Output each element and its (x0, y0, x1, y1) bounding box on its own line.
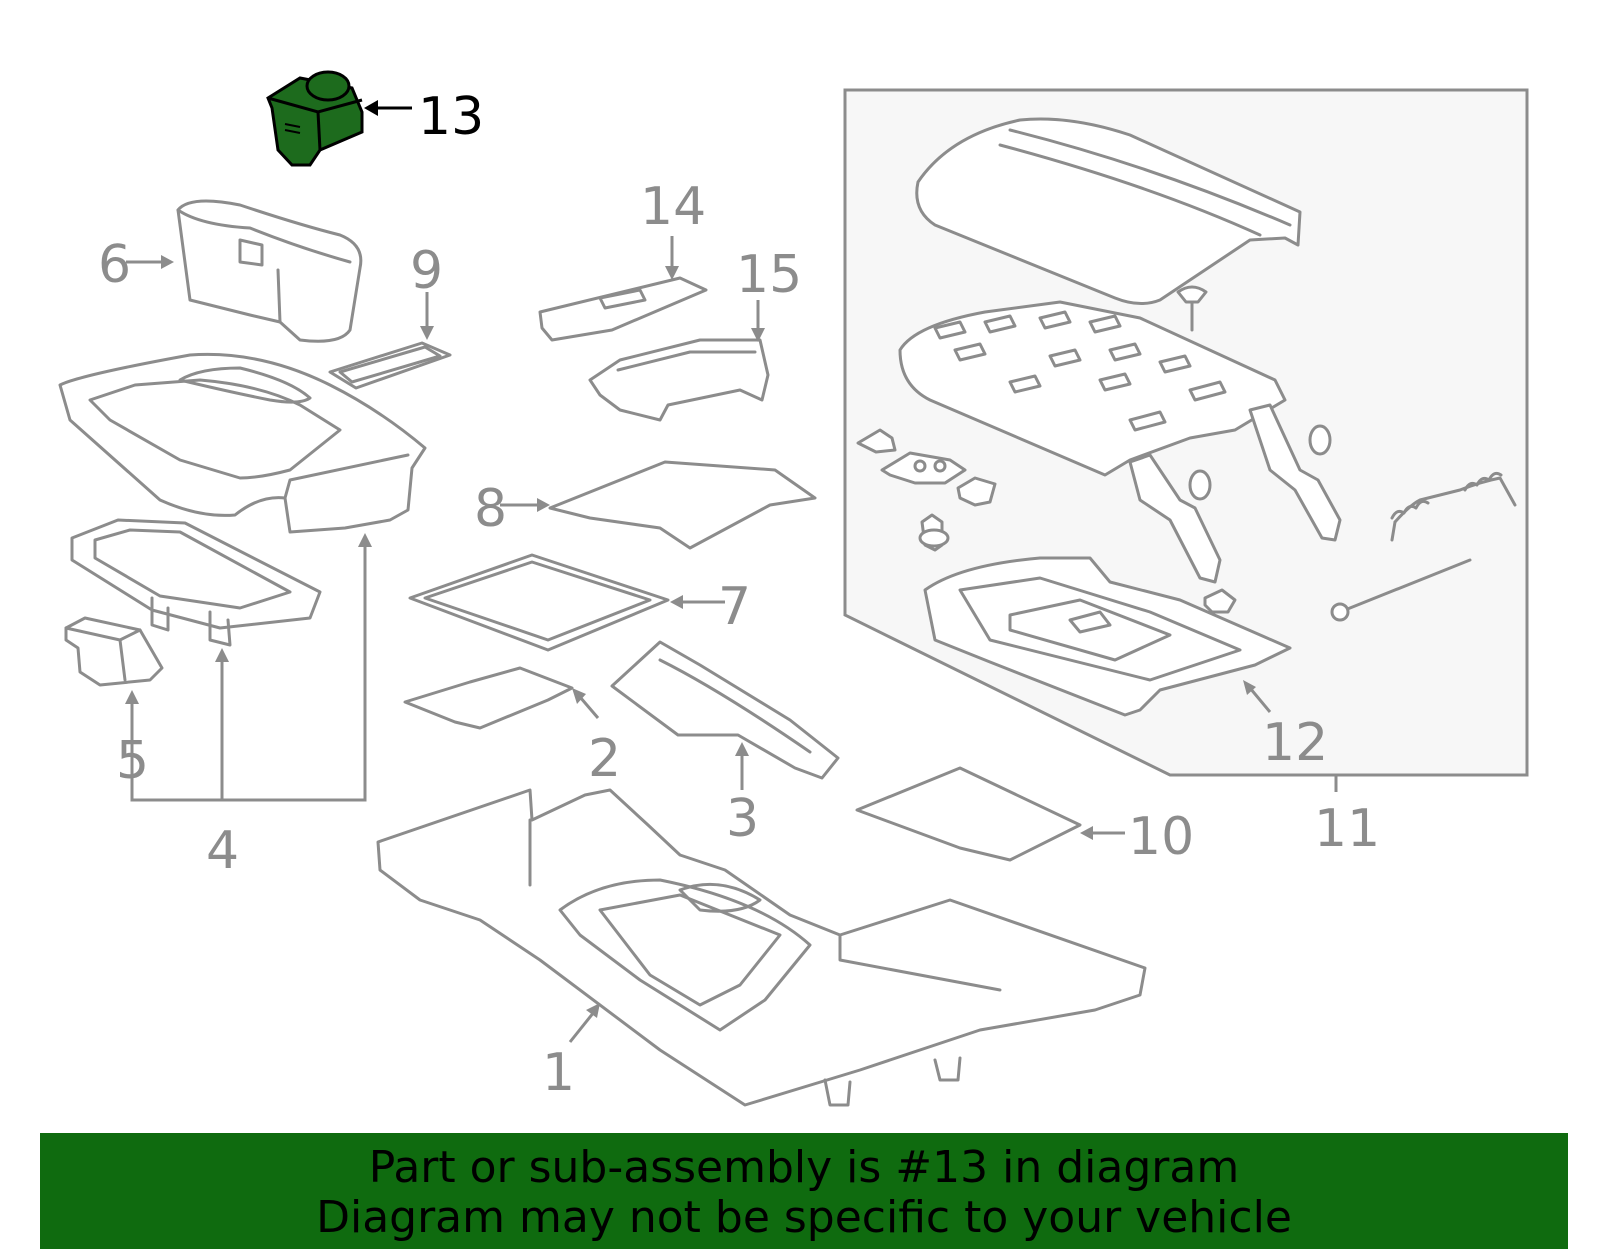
callout-6: 6 (98, 235, 131, 295)
callout-8: 8 (474, 479, 507, 539)
part-bushing (1203, 588, 1237, 614)
leader-10 (1080, 826, 1125, 840)
part-9 (328, 341, 452, 390)
callout-3: 3 (726, 789, 759, 849)
leader-13 (364, 100, 412, 116)
part-13-highlighted[interactable] (266, 70, 364, 167)
part-7-mat (408, 553, 670, 652)
part-screw (1176, 285, 1208, 332)
part-2 (403, 666, 574, 730)
part-6-cup-holder (176, 199, 363, 343)
leader-14 (665, 236, 679, 280)
callout-7: 7 (718, 577, 751, 637)
part-lid-inner-panel (898, 300, 1287, 477)
part-armrest-lid (915, 117, 1302, 305)
leader-2 (572, 688, 600, 719)
callout-12: 12 (1262, 713, 1328, 773)
info-banner: Part or sub-assembly is #13 in diagram D… (40, 1133, 1568, 1249)
leader-5 (125, 690, 139, 742)
part-latch-clip (856, 428, 997, 552)
part-8-mat (548, 460, 817, 550)
leader-12 (1243, 680, 1272, 713)
part-spring (1390, 471, 1517, 542)
callout-10: 10 (1128, 807, 1194, 867)
part-4-tray (70, 518, 322, 647)
callout-4: 4 (206, 821, 239, 881)
part-hinge-left (1128, 453, 1222, 584)
part-3 (610, 640, 840, 780)
part-pin-rod (1330, 558, 1472, 622)
leader-4 (130, 533, 372, 802)
leader-1 (568, 1003, 600, 1043)
part-14 (538, 276, 708, 342)
leader-6 (126, 255, 174, 269)
callout-11: 11 (1314, 799, 1380, 859)
banner-line-2: Diagram may not be specific to your vehi… (316, 1192, 1292, 1243)
leader-9 (420, 292, 434, 340)
leader-3 (735, 742, 749, 790)
callout-14: 14 (640, 177, 706, 237)
part-4-top-trim (58, 352, 427, 534)
part-15 (588, 338, 770, 422)
callout-9: 9 (410, 241, 443, 301)
leader-8 (500, 498, 550, 512)
callout-15: 15 (736, 245, 802, 305)
callout-1: 1 (542, 1043, 575, 1103)
part-12-storage-bin (923, 556, 1292, 717)
callout-2: 2 (588, 729, 621, 789)
callout-13: 13 (418, 87, 484, 147)
part-hinge-right (1248, 403, 1342, 542)
part-1-console-body (376, 788, 1147, 1107)
leader-7 (670, 595, 725, 609)
part-5-switch (64, 616, 164, 687)
part-10 (855, 766, 1082, 862)
banner-line-1: Part or sub-assembly is #13 in diagram (368, 1142, 1240, 1193)
leader-15 (751, 300, 765, 342)
